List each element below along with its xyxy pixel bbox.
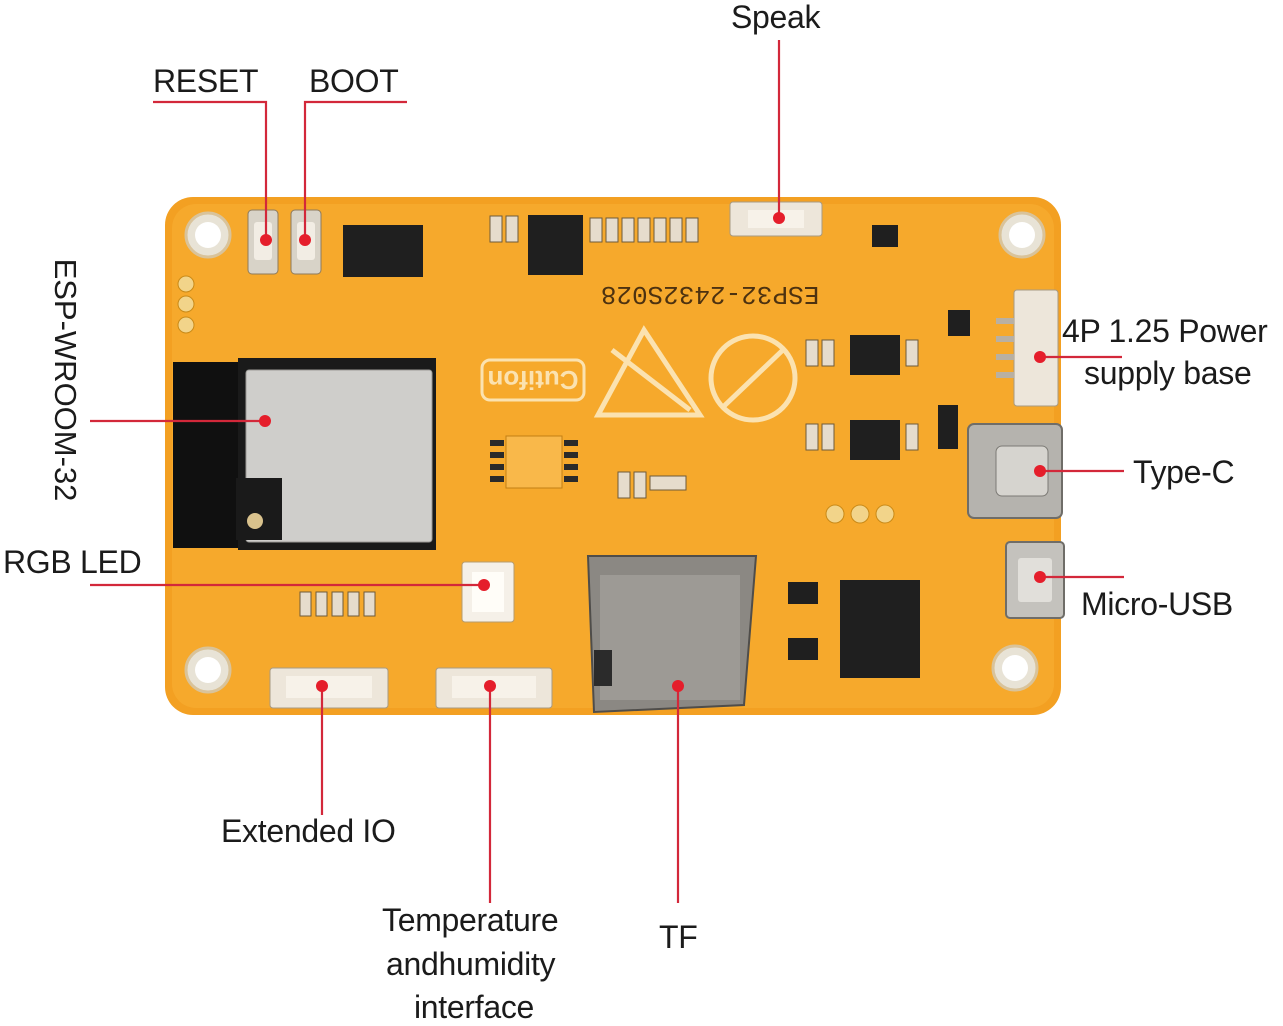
label-boot: BOOT — [309, 63, 399, 99]
label-extended-io: Extended IO — [221, 813, 396, 849]
label-rgb-led: RGB LED — [3, 544, 142, 580]
label-reset: RESET — [153, 63, 259, 99]
center-chip — [490, 435, 578, 489]
mounting-holes — [184, 211, 1046, 694]
test-pads — [177, 275, 895, 524]
brand-logo-text: Cutifon — [488, 365, 579, 395]
label-speak: Speak — [731, 0, 821, 35]
label-micro-usb: Micro-USB — [1081, 586, 1233, 622]
label-power-base-line2: supply base — [1084, 355, 1252, 391]
rgb-led-part — [461, 561, 515, 623]
brand-logo: Cutifon — [480, 358, 586, 402]
label-esp-wroom-32: ESP-WROOM-32 — [48, 258, 83, 502]
callout-markers — [259, 212, 1046, 692]
power-connector-4p — [996, 289, 1059, 407]
label-type-c: Type-C — [1133, 454, 1235, 490]
callout-lines — [90, 40, 1124, 903]
pb-free-symbol — [708, 333, 798, 423]
esp-wroom-32-module — [173, 358, 436, 550]
extended-io-connector — [269, 667, 389, 709]
tf-card-slot — [586, 555, 758, 714]
esd-warning-symbol — [593, 325, 705, 418]
top-chips — [343, 215, 970, 678]
smd-components — [299, 215, 919, 617]
label-temp-line3: interface — [414, 989, 535, 1025]
label-temp-line2: andhumidity — [386, 946, 556, 982]
label-temp-line1: Temperature — [382, 902, 559, 938]
label-power-base-line1: 4P 1.25 Power — [1062, 313, 1268, 349]
silkscreen-model: ESP32-2432S028 — [601, 279, 819, 309]
label-tf: TF — [659, 919, 698, 955]
